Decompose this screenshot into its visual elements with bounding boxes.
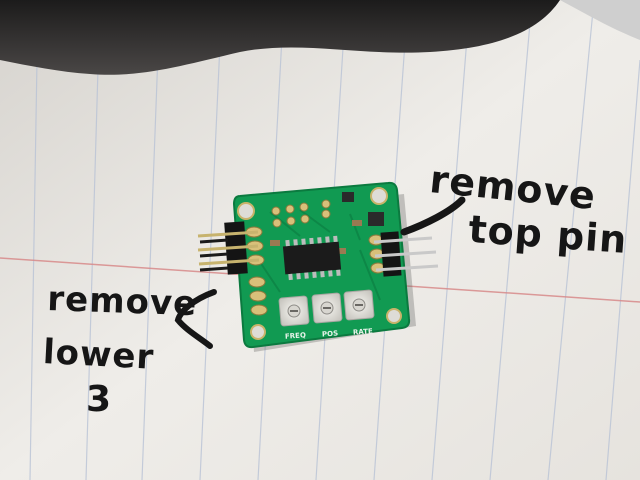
pot-label-freq: FREQ [284, 331, 307, 341]
bracket-to-lower-pins [174, 289, 217, 349]
note-top-pin: top pin [467, 207, 629, 262]
pot-freq [278, 295, 310, 327]
note-remove-left: remove [46, 279, 198, 325]
smd-resistor [352, 220, 362, 226]
pot-label-rate: RATE [352, 327, 374, 337]
pot-pos [311, 292, 343, 324]
arrow-to-top-pin [400, 196, 466, 236]
left-header-pins [197, 221, 260, 275]
note-lower: lower [42, 332, 156, 378]
smd-regulator [368, 212, 384, 226]
mount-hole [386, 308, 402, 324]
hand-shadow [0, 0, 560, 75]
ic-chip [282, 235, 342, 281]
pcb-board [232, 181, 411, 349]
pot-rate [343, 289, 375, 321]
pot-label-pos: POS [321, 329, 339, 339]
mount-hole [370, 187, 388, 205]
paper-rule-lines [29, 0, 640, 480]
mount-hole [237, 202, 255, 220]
paper-edge-top-right [560, 0, 640, 40]
mount-hole [250, 324, 266, 340]
right-header-pins [373, 231, 439, 277]
smd-transistor [342, 192, 354, 202]
note-three: 3 [86, 379, 113, 420]
